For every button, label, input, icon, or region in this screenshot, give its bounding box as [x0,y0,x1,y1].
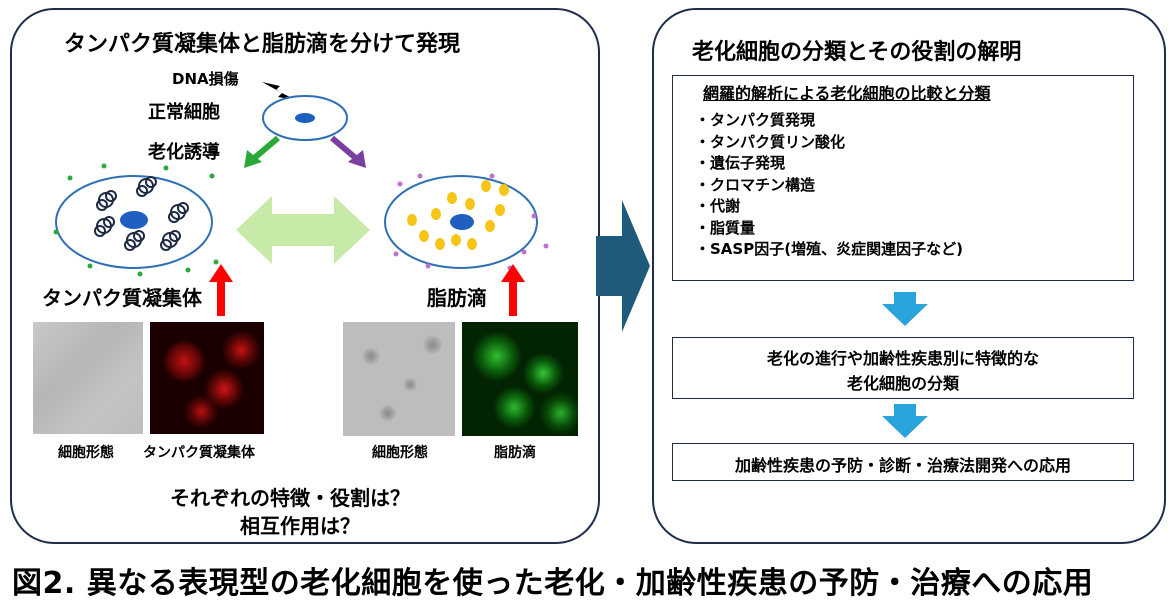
protein-aggregate-cell-nucleus [120,211,148,229]
figure-caption: 図2. 異なる表現型の老化細胞を使った老化・加齢性疾患の予防・治療への応用 [12,566,1094,601]
left-panel-title: タンパク質凝集体と脂肪滴を分けて発現 [64,32,461,57]
lipid-droplet-label: 脂肪滴 [427,286,487,310]
list-item: ・タンパク質リン酸化 [695,132,846,151]
list-item: ・脂質量 [695,218,756,237]
list-item: ・タンパク質発現 [695,111,816,129]
micrograph-morphology-2 [343,322,455,436]
micrograph-protein-aggregate [150,322,264,434]
question-line-1: それぞれの特徴・役割は？ [170,486,410,510]
image-caption-4: 脂肪滴 [494,445,536,461]
micrograph-lipid-droplet [462,322,578,436]
list-item: ・遺伝子発現 [695,154,786,172]
normal-cell-label: 正常細胞 [148,102,220,123]
classification-line-2: 老化細胞の分類 [846,374,959,393]
aggregate-clusters [94,176,189,251]
right-panel-title: 老化細胞の分類とその役割の解明 [692,40,1022,65]
application-box: 加齢性疾患の予防・診断・治療法開発への応用 [672,443,1134,481]
normal-cell-nucleus [295,113,315,123]
list-item: ・代謝 [695,197,741,215]
lipid-droplets [407,180,509,250]
red-arrow-right [501,264,525,316]
image-caption-3: 細胞形態 [372,445,428,461]
lightning-icon [262,82,296,100]
down-arrow-1 [882,292,928,326]
purple-arrow [348,150,366,168]
green-arrow [244,150,262,168]
down-arrow-2 [882,404,928,438]
classification-box: 老化の進行や加齢性疾患別に特徴的な 老化細胞の分類 [672,337,1134,399]
double-arrow [236,196,370,264]
protein-aggregate-label: タンパク質凝集体 [42,286,202,310]
green-sasp-dots [53,163,219,277]
lipid-droplet-cell-nucleus [450,214,474,230]
analysis-box-title: 網羅的解析による老化細胞の比較と分類 [703,84,991,103]
red-arrow-left [209,264,233,316]
classification-line-1: 老化の進行や加齢性疾患別に特徴的な [766,349,1039,368]
analysis-box: 網羅的解析による老化細胞の比較と分類 ・タンパク質発現 ・タンパク質リン酸化 ・… [672,75,1134,281]
micrograph-morphology-1 [33,322,143,434]
senescence-induction-label: 老化誘導 [148,142,220,163]
application-text: 加齢性疾患の予防・診断・治療法開発への応用 [734,456,1071,475]
image-caption-1: 細胞形態 [58,445,114,461]
cell-diagram [53,82,549,316]
purple-sasp-dots [393,173,549,271]
question-line-2: 相互作用は？ [240,514,360,538]
list-item: ・クロマチン構造 [695,175,816,194]
image-caption-2: タンパク質凝集体 [143,445,255,461]
list-item: ・SASP因子(増殖、炎症関連因子など) [695,240,963,258]
analysis-list: ・タンパク質発現 ・タンパク質リン酸化 ・遺伝子発現 ・クロマチン構造 ・代謝 … [695,110,963,261]
big-arrow [596,200,650,332]
dna-damage-label: DNA損傷 [172,70,239,88]
